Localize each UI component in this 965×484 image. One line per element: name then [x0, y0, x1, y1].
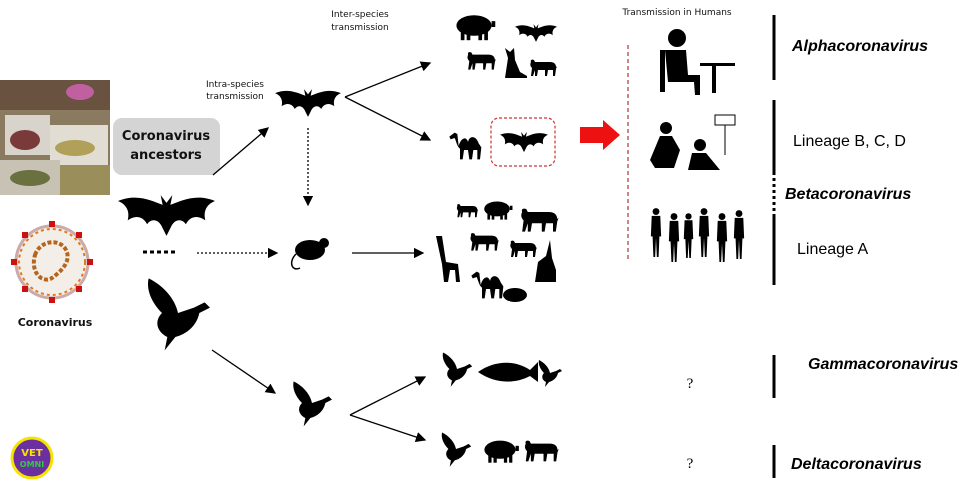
person-eating-icon [660, 29, 735, 95]
intra-species-label-2: transmission [206, 92, 264, 102]
delta-human-unknown: ? [687, 456, 694, 472]
highlighted-bat-box [490, 117, 556, 167]
coronavirus-particle-icon [11, 221, 93, 303]
betacoronavirus-label: Betacoronavirus [785, 186, 911, 203]
ancestors-label-line1: Coronavirus [122, 129, 210, 144]
bat-icon [275, 89, 341, 117]
coronavirus-label: Coronavirus [18, 316, 93, 329]
patient-care-icon [650, 114, 736, 170]
animal-group-pig-bat-dog-cat-tiger [456, 15, 557, 78]
lineage-bcd-label: Lineage B, C, D [793, 133, 906, 150]
deltacoronavirus-label: Deltacoronavirus [791, 456, 922, 473]
animal-group-bird-pig-tiger [441, 432, 559, 467]
alphacoronavirus-label: Alphacoronavirus [791, 38, 928, 55]
bird-icon [293, 381, 332, 427]
lineage-a-label: Lineage A [797, 241, 869, 258]
coronavirus-ancestors-box: Coronavirus ancestors [113, 118, 220, 175]
svg-text:VET: VET [21, 448, 43, 459]
animal-group-mammals [436, 201, 559, 302]
gamma-human-unknown: ? [687, 376, 694, 392]
mouse-icon [290, 238, 329, 270]
inter-species-label-1: Inter-species [331, 10, 389, 20]
transmission-arrows [197, 61, 432, 443]
gammacoronavirus-label: Gammacoronavirus [808, 356, 958, 373]
bat-ancestor-icon [118, 195, 215, 236]
market-photo [0, 80, 110, 195]
camel-icon [449, 132, 482, 160]
intra-species-label-1: Intra-species [206, 80, 264, 90]
ancestors-label-line2: ancestors [130, 148, 202, 163]
inter-species-label-2: transmission [331, 23, 389, 33]
transmission-humans-label: Transmission in Humans [621, 8, 732, 18]
bird-ancestor-icon [147, 278, 210, 351]
vetomni-logo: VET OMNI [10, 436, 54, 480]
bat-icon [500, 131, 548, 153]
red-arrow-icon [580, 120, 620, 150]
animal-group-birds-fish [442, 352, 562, 387]
crowd-icon [650, 208, 745, 262]
svg-text:OMNI: OMNI [20, 460, 44, 469]
